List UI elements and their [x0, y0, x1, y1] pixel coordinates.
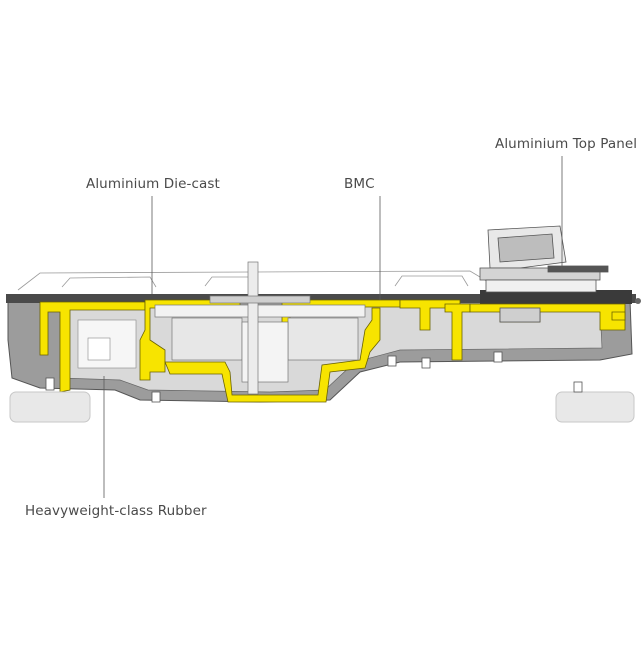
label-heavyweight-rubber: Heavyweight-class Rubber — [25, 503, 207, 519]
tonearm-assembly — [479, 225, 609, 323]
left-electronics — [77, 319, 137, 369]
top-panel-screw — [635, 298, 641, 304]
feet-screws — [45, 351, 583, 403]
aluminium-top-panel-band — [6, 294, 636, 303]
leader-lines — [103, 156, 563, 498]
aluminium-top-panel-right — [480, 290, 632, 304]
platter-assembly — [154, 261, 366, 395]
rubber-feet — [9, 391, 635, 423]
label-aluminium-die-cast: Aluminium Die-cast — [86, 176, 220, 192]
label-aluminium-top-panel: Aluminium Top Panel — [495, 136, 638, 152]
label-bmc: BMC — [344, 176, 375, 192]
